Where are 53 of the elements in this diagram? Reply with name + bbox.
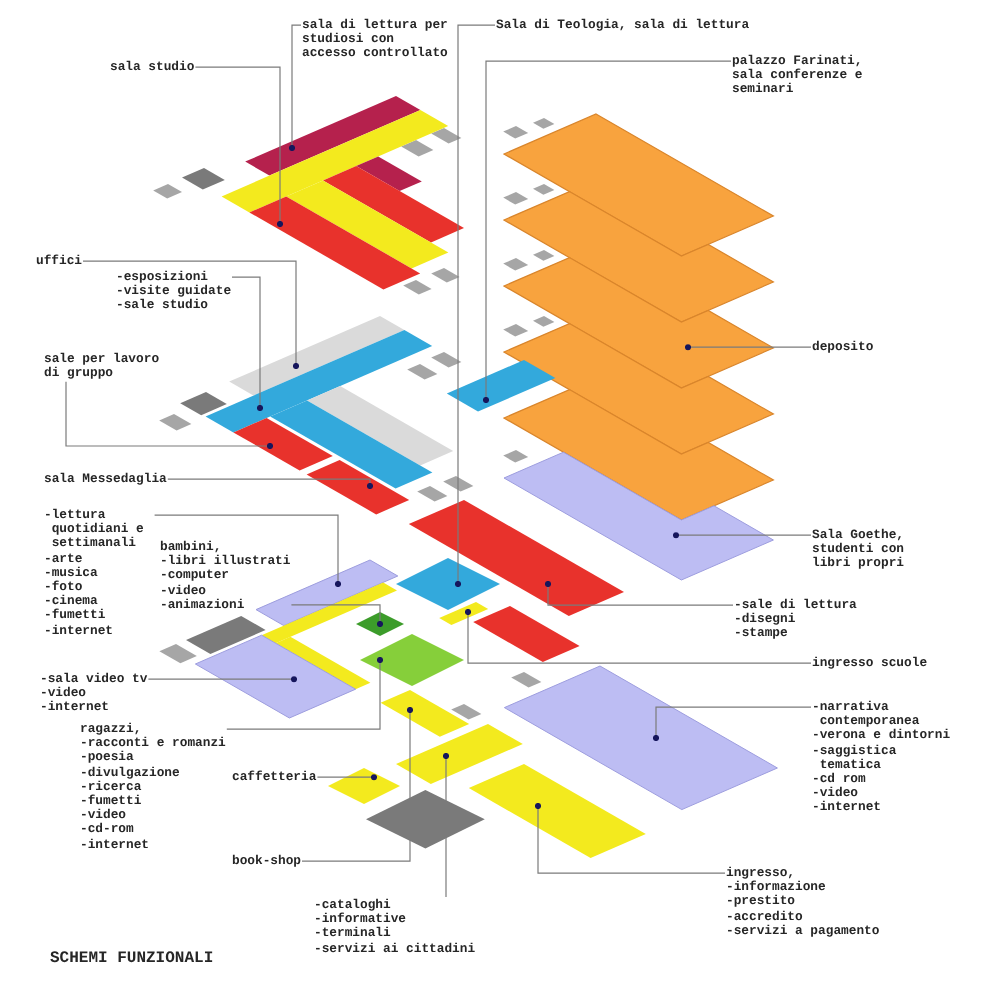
room-area [366, 790, 485, 849]
room-area [473, 606, 580, 662]
room-area [275, 636, 371, 690]
room-area [502, 113, 775, 257]
room-area [306, 460, 410, 515]
leader-line [454, 24, 496, 588]
leader-line [464, 608, 812, 664]
room-area [502, 190, 775, 323]
room-area [323, 166, 464, 243]
leader-line [167, 478, 374, 490]
room-area [186, 616, 266, 654]
leader-line [442, 752, 450, 898]
leader-line [194, 66, 284, 228]
room-area [233, 418, 333, 471]
leader-line [534, 802, 726, 874]
room-area [396, 724, 523, 784]
room-area [356, 156, 422, 191]
leader-line [652, 706, 812, 742]
leader-line [231, 276, 264, 412]
leader-line [288, 24, 302, 152]
room-area [439, 602, 489, 625]
room-area [380, 690, 470, 737]
room-area [221, 110, 449, 213]
leader-line [316, 774, 378, 781]
room-area [360, 634, 464, 686]
leader-line [482, 60, 732, 404]
room-area [205, 330, 433, 433]
room-area [502, 388, 775, 521]
leader-line [147, 676, 298, 683]
room-area [396, 558, 500, 610]
room-area [502, 256, 775, 389]
leader-line [154, 514, 342, 588]
leader-line [290, 604, 384, 628]
diagram-title: SCHEMI FUNZIONALI [50, 950, 214, 968]
leader-line [684, 344, 812, 351]
room-area [270, 400, 433, 489]
room-area [502, 322, 775, 455]
room-area [194, 634, 357, 719]
room-area [229, 316, 405, 396]
leader-line [226, 656, 384, 730]
leader-line [544, 580, 734, 606]
room-area [328, 768, 400, 804]
room-area [261, 582, 397, 644]
leader-line [672, 532, 812, 539]
room-area [503, 451, 774, 581]
room-area [286, 180, 449, 269]
leader-line [301, 706, 414, 862]
room-area [249, 196, 421, 290]
room-area [446, 360, 556, 412]
leader-line [65, 381, 274, 450]
room-area [503, 665, 778, 811]
leader-line [82, 260, 300, 370]
room-area [307, 386, 454, 466]
